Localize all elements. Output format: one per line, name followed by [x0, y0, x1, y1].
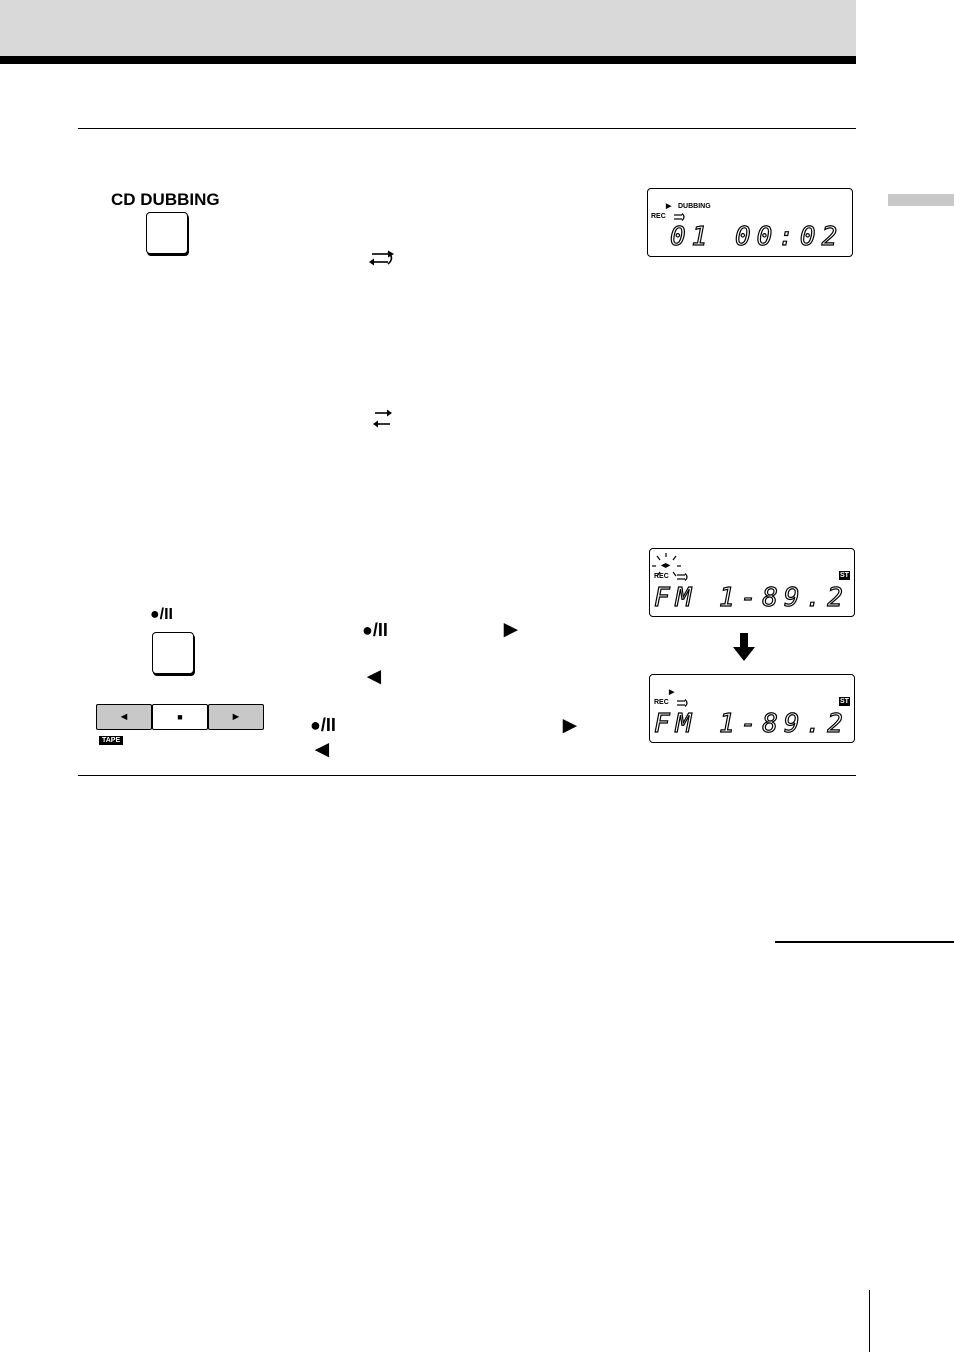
- rec-pause-inline-symbol: ●/II: [362, 620, 388, 640]
- play-icon: ►: [230, 711, 242, 723]
- rec-pause-inline-symbol: ●/II: [310, 715, 336, 735]
- rec-indicator: REC: [654, 573, 669, 580]
- rec-pause-label: ●/II: [150, 606, 173, 623]
- play-indicator: ▶: [666, 203, 672, 210]
- tape-rewind-button[interactable]: ◄: [96, 704, 152, 730]
- down-arrow-icon: [733, 633, 755, 661]
- radio-display-after: ▶ REC ST FM 1-89.2: [649, 674, 855, 743]
- one-way-direction-icon: [677, 699, 688, 707]
- cd-dubbing-label: CD DUBBING: [111, 190, 220, 209]
- direction-indicator: ◀▶: [661, 563, 671, 569]
- tape-deck-controls: ◄ ■ ►: [96, 704, 266, 730]
- dubbing-display: ▶ DUBBING REC 01 00:02: [647, 188, 853, 257]
- stereo-badge: ST: [839, 571, 850, 580]
- tape-play-button[interactable]: ►: [208, 704, 264, 730]
- right-column-rule: [775, 941, 954, 943]
- stop-icon: ■: [177, 712, 183, 722]
- section-side-tab: [888, 194, 954, 206]
- one-way-direction-icon: [677, 573, 688, 581]
- header-rule: [0, 56, 856, 64]
- one-way-direction-icon: [369, 250, 394, 266]
- blink-rays-icon: [652, 553, 681, 577]
- tape-label: TAPE: [99, 736, 124, 745]
- play-indicator: ▶: [669, 689, 675, 696]
- radio-display-before: ◀▶ REC ST FM 1-89.2: [649, 548, 855, 617]
- rewind-icon: ◄: [118, 711, 130, 723]
- forward-arrow-icon: ►: [499, 616, 523, 643]
- forward-arrow-icon: ►: [558, 712, 582, 739]
- stereo-badge: ST: [839, 697, 850, 706]
- rec-indicator: REC: [651, 213, 666, 220]
- page-number-divider: [869, 1290, 870, 1352]
- radio-readout: FM 1-89.2: [653, 582, 849, 613]
- rec-indicator: REC: [654, 699, 669, 706]
- section-top-rule: [78, 128, 856, 129]
- reverse-arrow-icon: ◄: [310, 736, 334, 763]
- header-band: [0, 0, 856, 56]
- one-way-direction-icon: [674, 213, 685, 221]
- dubbing-readout: 01 00:02: [669, 221, 844, 252]
- tape-stop-button[interactable]: ■: [152, 704, 208, 730]
- reverse-arrow-icon: ◄: [362, 663, 386, 690]
- dubbing-indicator: DUBBING: [678, 203, 711, 210]
- section-bottom-rule: [78, 775, 856, 776]
- both-sides-direction-icon: [373, 409, 392, 428]
- cd-dubbing-button[interactable]: [146, 212, 188, 254]
- rec-pause-button[interactable]: [152, 632, 194, 674]
- radio-readout: FM 1-89.2: [653, 708, 849, 739]
